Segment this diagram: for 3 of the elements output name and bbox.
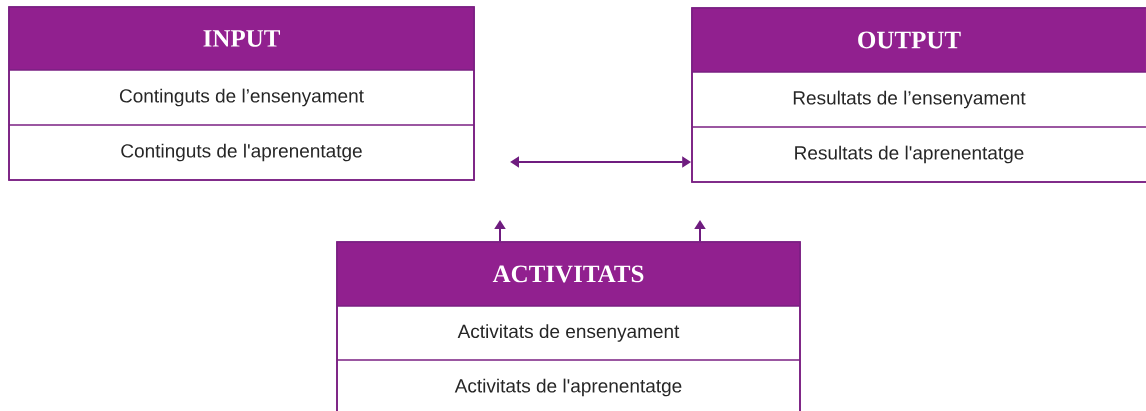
table-box: ACTIVITATS Activitats de ensenyament Activitats de l'aprenentatge [336,241,801,411]
table-box: INPUT Continguts de l’ensenyament Continguts de l'aprenentatge [8,6,475,181]
table-box: OUTPUT Resultats de l’ensenyament Resultats de l'aprenentatge [691,7,1146,183]
